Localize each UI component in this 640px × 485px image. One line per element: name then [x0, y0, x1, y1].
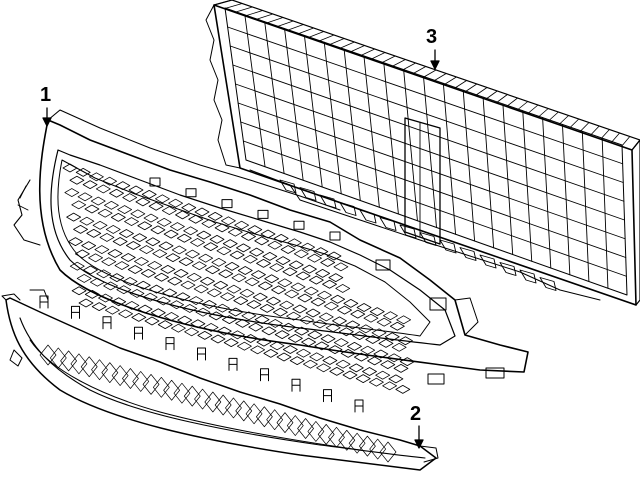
arrowhead-1 — [42, 117, 52, 127]
callout-number-3: 3 — [426, 26, 438, 48]
part-3-shutter-panel — [205, 0, 640, 306]
arrowhead-3 — [430, 60, 440, 70]
callout-number-1: 1 — [40, 84, 52, 106]
part-1-grille — [13, 109, 529, 394]
part-2-lower-grille — [1, 289, 439, 471]
arrowhead-2 — [414, 439, 424, 449]
callout-leaders — [42, 49, 440, 449]
callout-number-2: 2 — [410, 403, 422, 425]
